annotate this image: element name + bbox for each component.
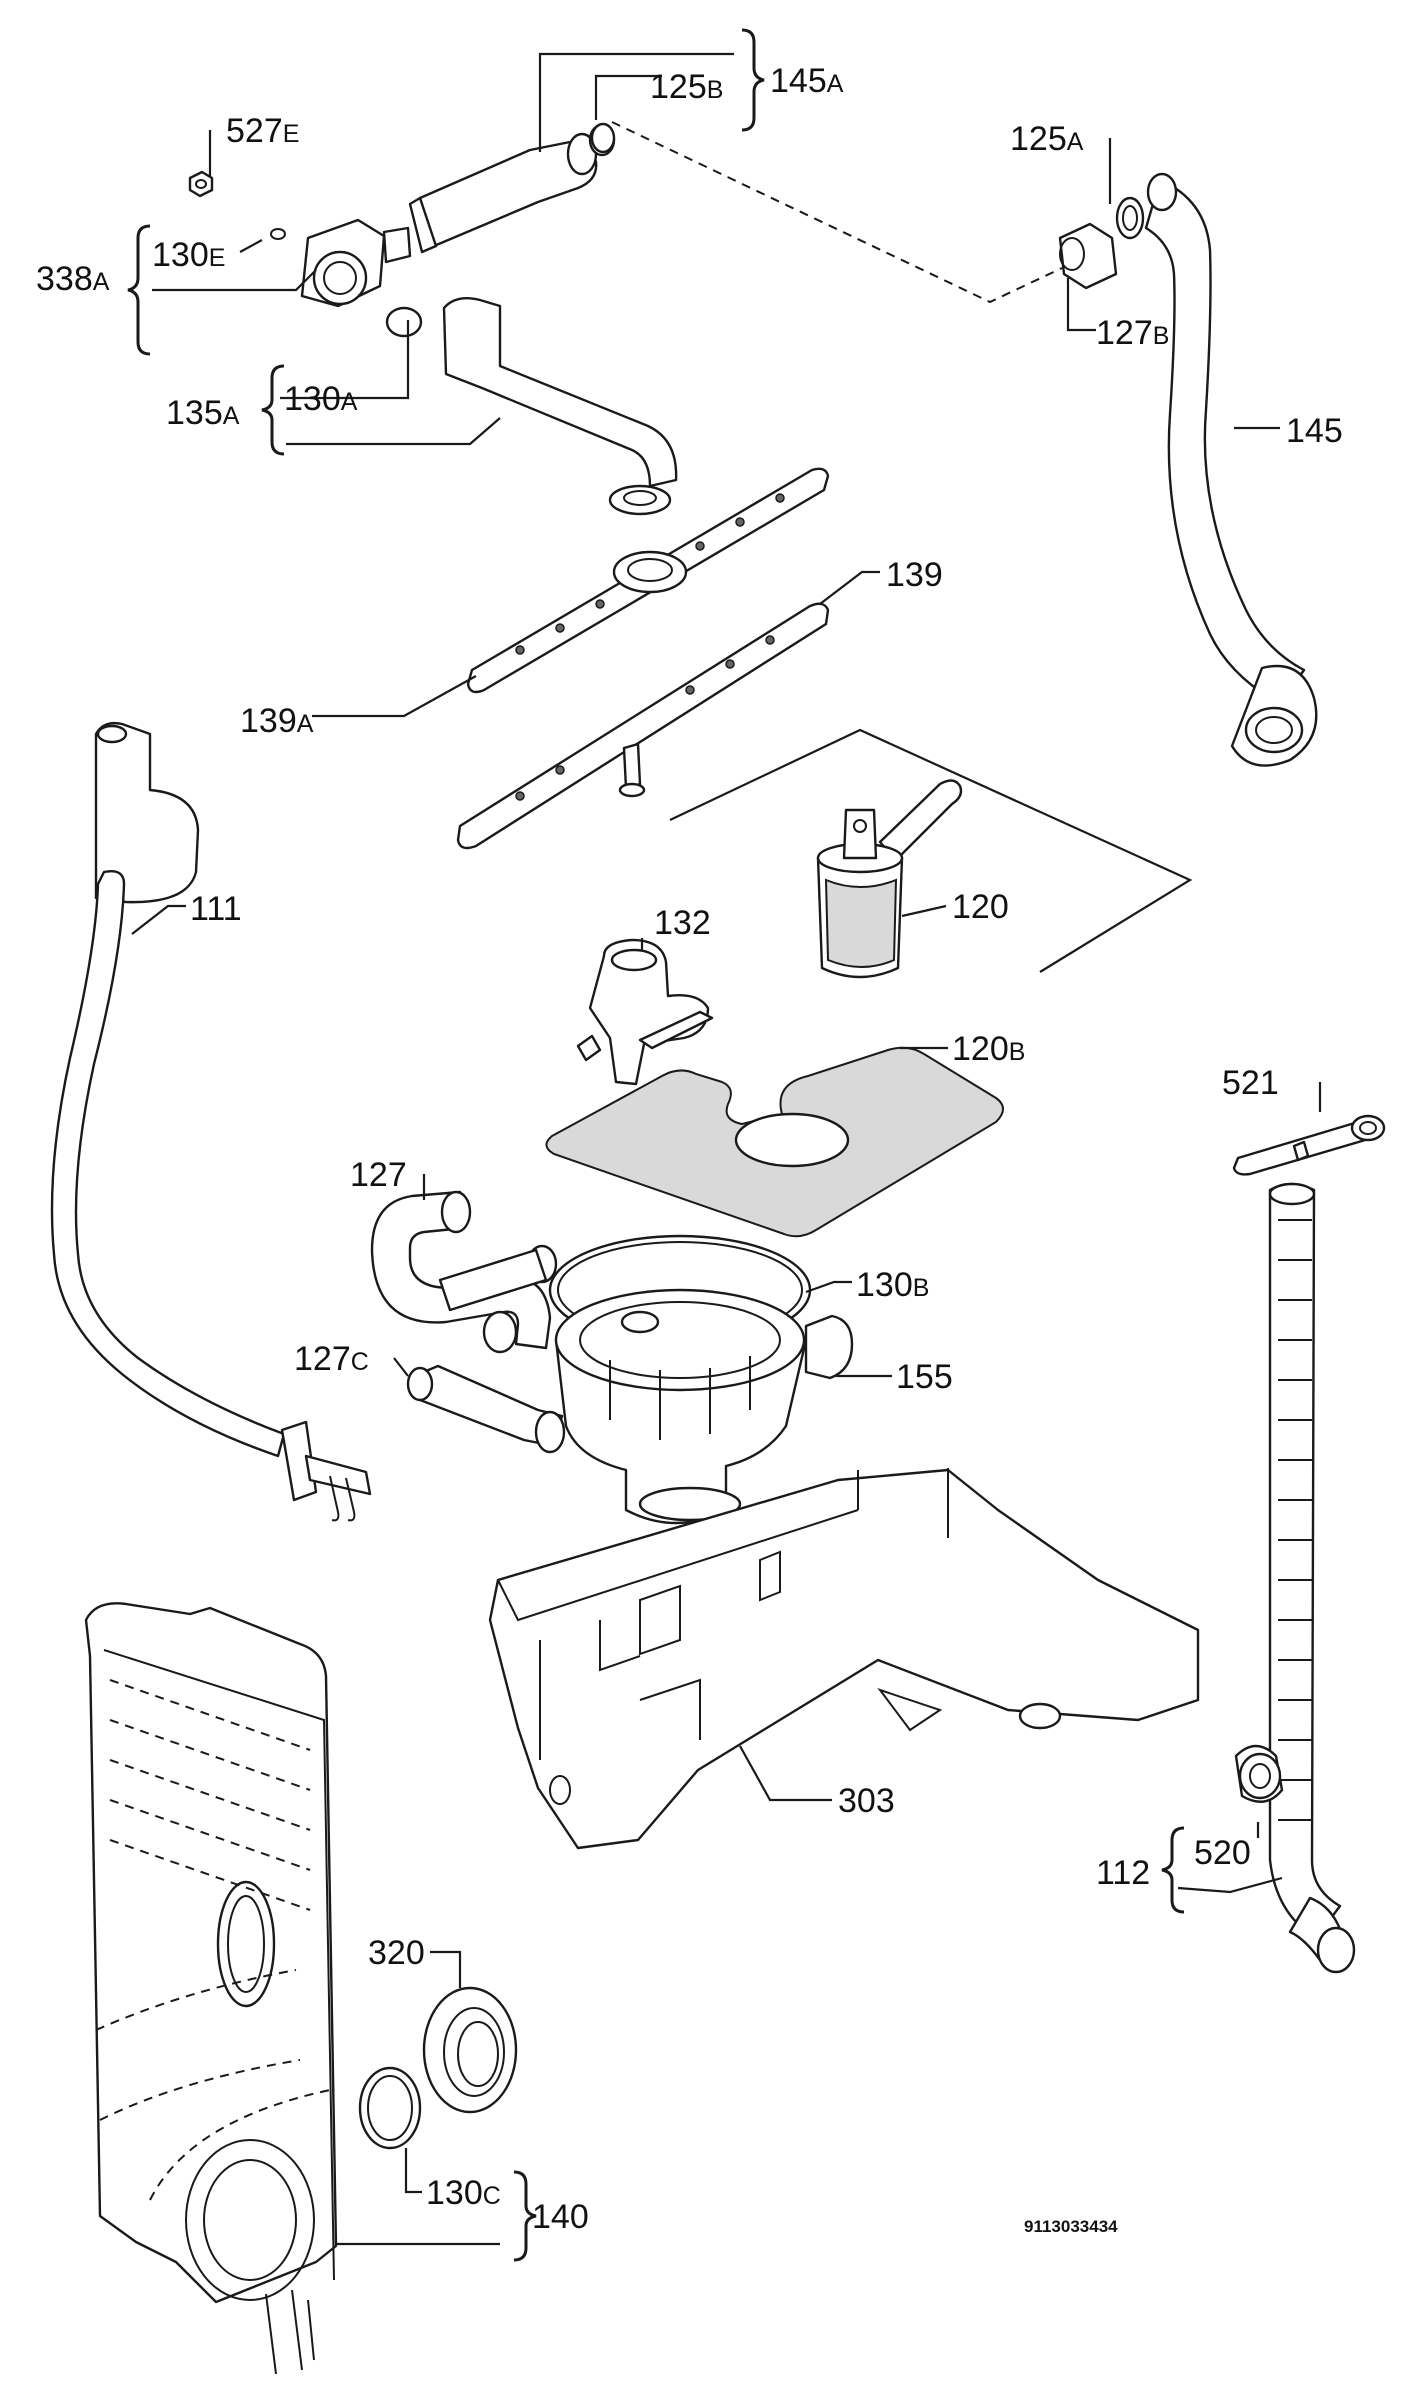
part-520-adapter [1234,1744,1284,1803]
part-139a-spray-arm [466,467,830,694]
part-125b-seal [590,122,616,154]
part-120-filter [816,779,963,979]
label-145a: 145A [770,62,844,100]
braces [127,28,1185,2262]
document-number: 9113033434 [1024,2217,1118,2236]
part-125a-seal [1115,196,1145,240]
label-127: 127 [350,1156,407,1194]
label-130e: 130E [152,236,225,274]
label-139: 139 [886,556,943,594]
filter-group-bracket [669,728,1193,973]
part-112-drain-hose [1268,1182,1356,1974]
part-320-seal [422,1986,518,2114]
label-320: 320 [368,1934,425,1972]
label-125b: 125B [650,68,723,106]
part-127c-short-hose [406,1364,566,1454]
label-521: 521 [1222,1064,1279,1102]
label-145: 145 [1286,412,1343,450]
label-139a: 139A [240,702,314,740]
part-111-inlet-hose [50,721,372,1522]
label-127b: 127B [1096,314,1169,352]
label-140: 140 [532,2198,589,2236]
label-120b: 120B [952,1030,1025,1068]
label-111: 111 [190,890,242,928]
label-155: 155 [896,1358,953,1396]
part-527e-nut [188,170,214,198]
part-303-base [488,1468,1200,1850]
label-338a: 338A [36,260,110,298]
leader-lines [131,52,1322,2246]
part-521-clip [1232,1114,1386,1176]
label-130c: 130C [426,2174,501,2212]
part-135a-pipe [385,297,678,516]
part-155-sump [554,1288,854,1525]
label-125a: 125A [1010,120,1084,158]
label-132: 132 [654,904,711,942]
label-112: 112 [1096,1854,1150,1892]
label-303: 303 [838,1782,895,1820]
label-135a: 135A [166,394,240,432]
label-527e: 527E [226,112,299,150]
part-labels: 527E 338A 130E 125B 145A 125A 127B 135A … [36,62,1343,2236]
part-145-hose [1144,172,1318,767]
label-120: 120 [952,888,1009,926]
part-127-elbow-hose [370,1190,558,1354]
part-127b-nut [1058,222,1118,290]
label-130b: 130B [856,1266,929,1304]
part-120b-flat-filter [545,1046,1004,1238]
part-140-side-panel [84,1602,338,2375]
part-132-valve [576,938,714,1086]
assembly-dash-line [611,121,1063,304]
label-127c: 127C [294,1340,369,1378]
part-338a-housing [270,218,412,308]
label-520: 520 [1194,1834,1251,1872]
part-139-spray-arm [456,602,830,850]
part-130c-seal [358,2066,422,2150]
label-130a: 130A [284,380,358,418]
part-145a-spray-tube [408,123,616,254]
